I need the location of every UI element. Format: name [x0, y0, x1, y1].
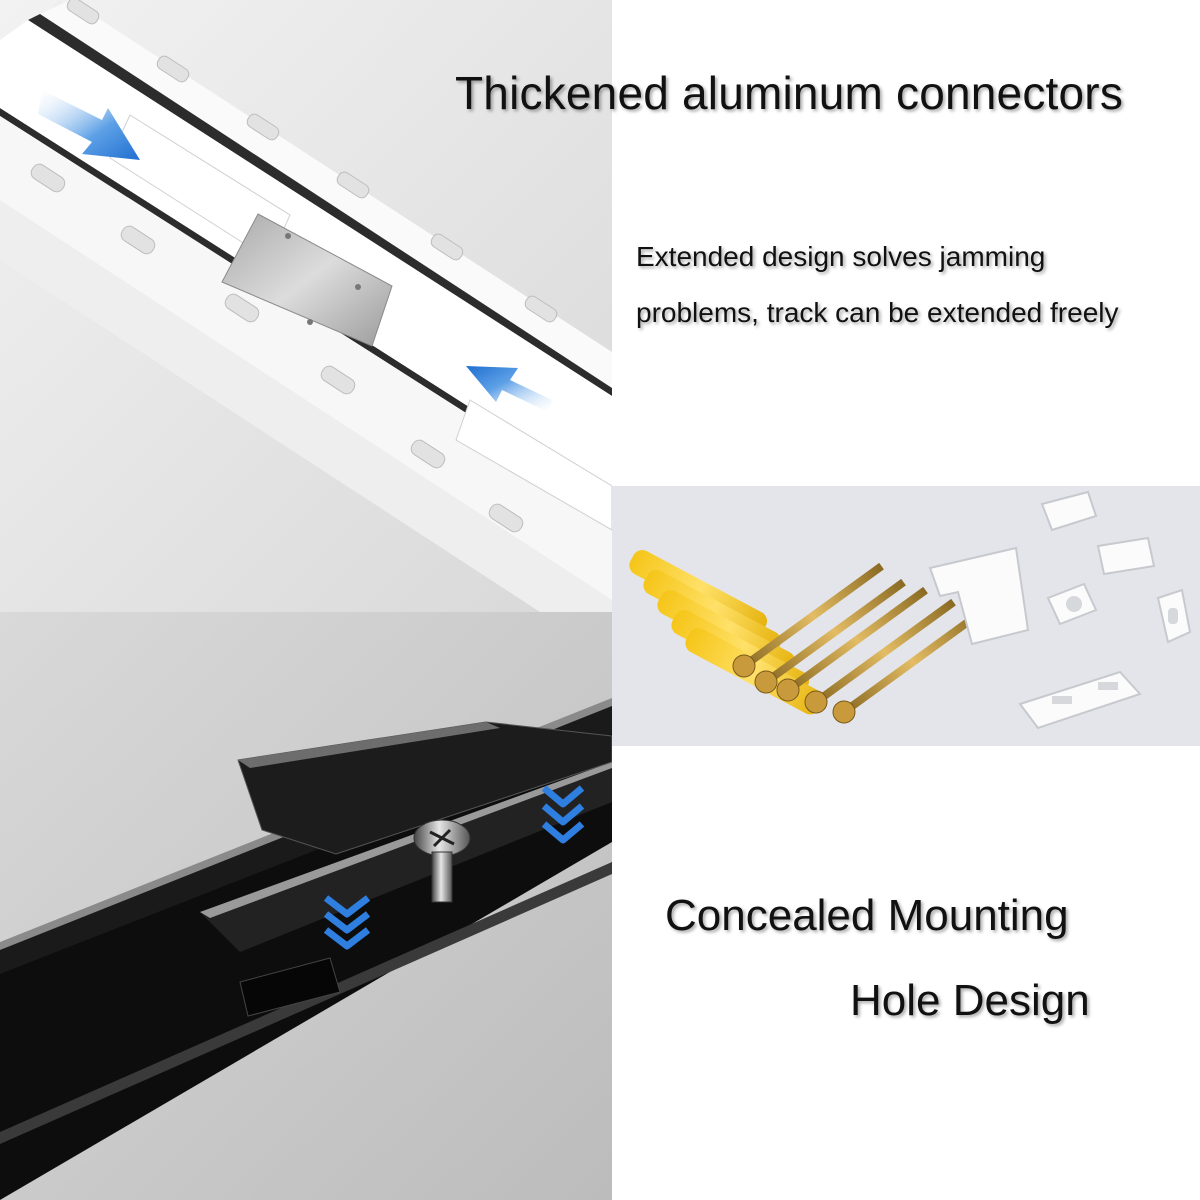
- aluminum-connectors-caption: Thickened aluminum connectors: [455, 67, 1124, 119]
- concealed-mounting-caption-line2: Hole Design: [850, 976, 1090, 1025]
- white-track-photo: [0, 0, 612, 612]
- arrow-icon: [466, 366, 552, 412]
- black-track-photo: [0, 612, 612, 1200]
- double-chevron-down-icon: [323, 895, 371, 950]
- extended-design-caption-line2: problems, track can be extended freely: [636, 297, 1119, 328]
- white-brackets: [928, 490, 1192, 730]
- screws: [732, 562, 984, 724]
- concealed-mounting-caption-line1: Concealed Mounting: [665, 891, 1069, 940]
- extended-design-caption-line1: Extended design solves jamming: [636, 241, 1046, 272]
- double-chevron-down-icon: [541, 785, 585, 844]
- arrow-icon: [38, 90, 140, 160]
- accessories-photo: [612, 486, 1200, 746]
